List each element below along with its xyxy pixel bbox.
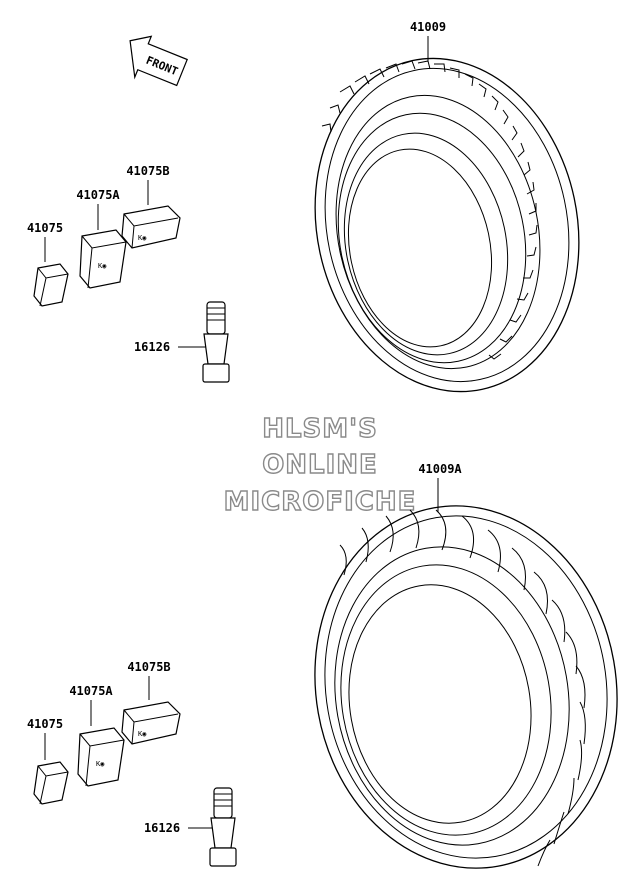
svg-text:K◉: K◉ [96, 760, 104, 768]
weight-b-label: 41075B [127, 660, 170, 674]
watermark-line-2: ONLINE [262, 450, 378, 480]
tire-rear-tread [339, 509, 586, 867]
balance-weight [33, 761, 69, 805]
svg-text:K◉: K◉ [98, 262, 106, 270]
balance-weight-a: K◉ [79, 229, 127, 289]
valve-stem [209, 787, 237, 867]
tire-front-label: 41009 [410, 20, 446, 34]
weight-a-label: 41075A [69, 684, 113, 698]
front-direction-arrow: FRONT [129, 35, 188, 87]
balance-weight-b: K◉ [121, 205, 181, 249]
tire-front [314, 57, 580, 393]
weight-label: 41075 [27, 717, 63, 731]
weight-a-label: 41075A [76, 188, 120, 202]
balance-weight-a: K◉ [77, 727, 125, 787]
watermark-line-1: HLSM'S [262, 414, 378, 444]
balance-weight [33, 263, 69, 307]
watermark-line-3: MICROFICHE [224, 487, 417, 517]
weight-b-label: 41075B [126, 164, 169, 178]
balance-weight-b: K◉ [121, 701, 181, 745]
tire-rear-label: 41009A [418, 462, 462, 476]
svg-text:K◉: K◉ [138, 730, 146, 738]
tire-front-tread [321, 60, 538, 360]
valve-label: 16126 [144, 821, 180, 835]
weight-label: 41075 [27, 221, 63, 235]
tire-rear [314, 505, 618, 869]
valve-label: 16126 [134, 340, 170, 354]
valve-stem [202, 301, 230, 383]
watermark: HLSM'S ONLINE MICROFICHE [223, 413, 417, 517]
svg-text:K◉: K◉ [138, 234, 146, 242]
